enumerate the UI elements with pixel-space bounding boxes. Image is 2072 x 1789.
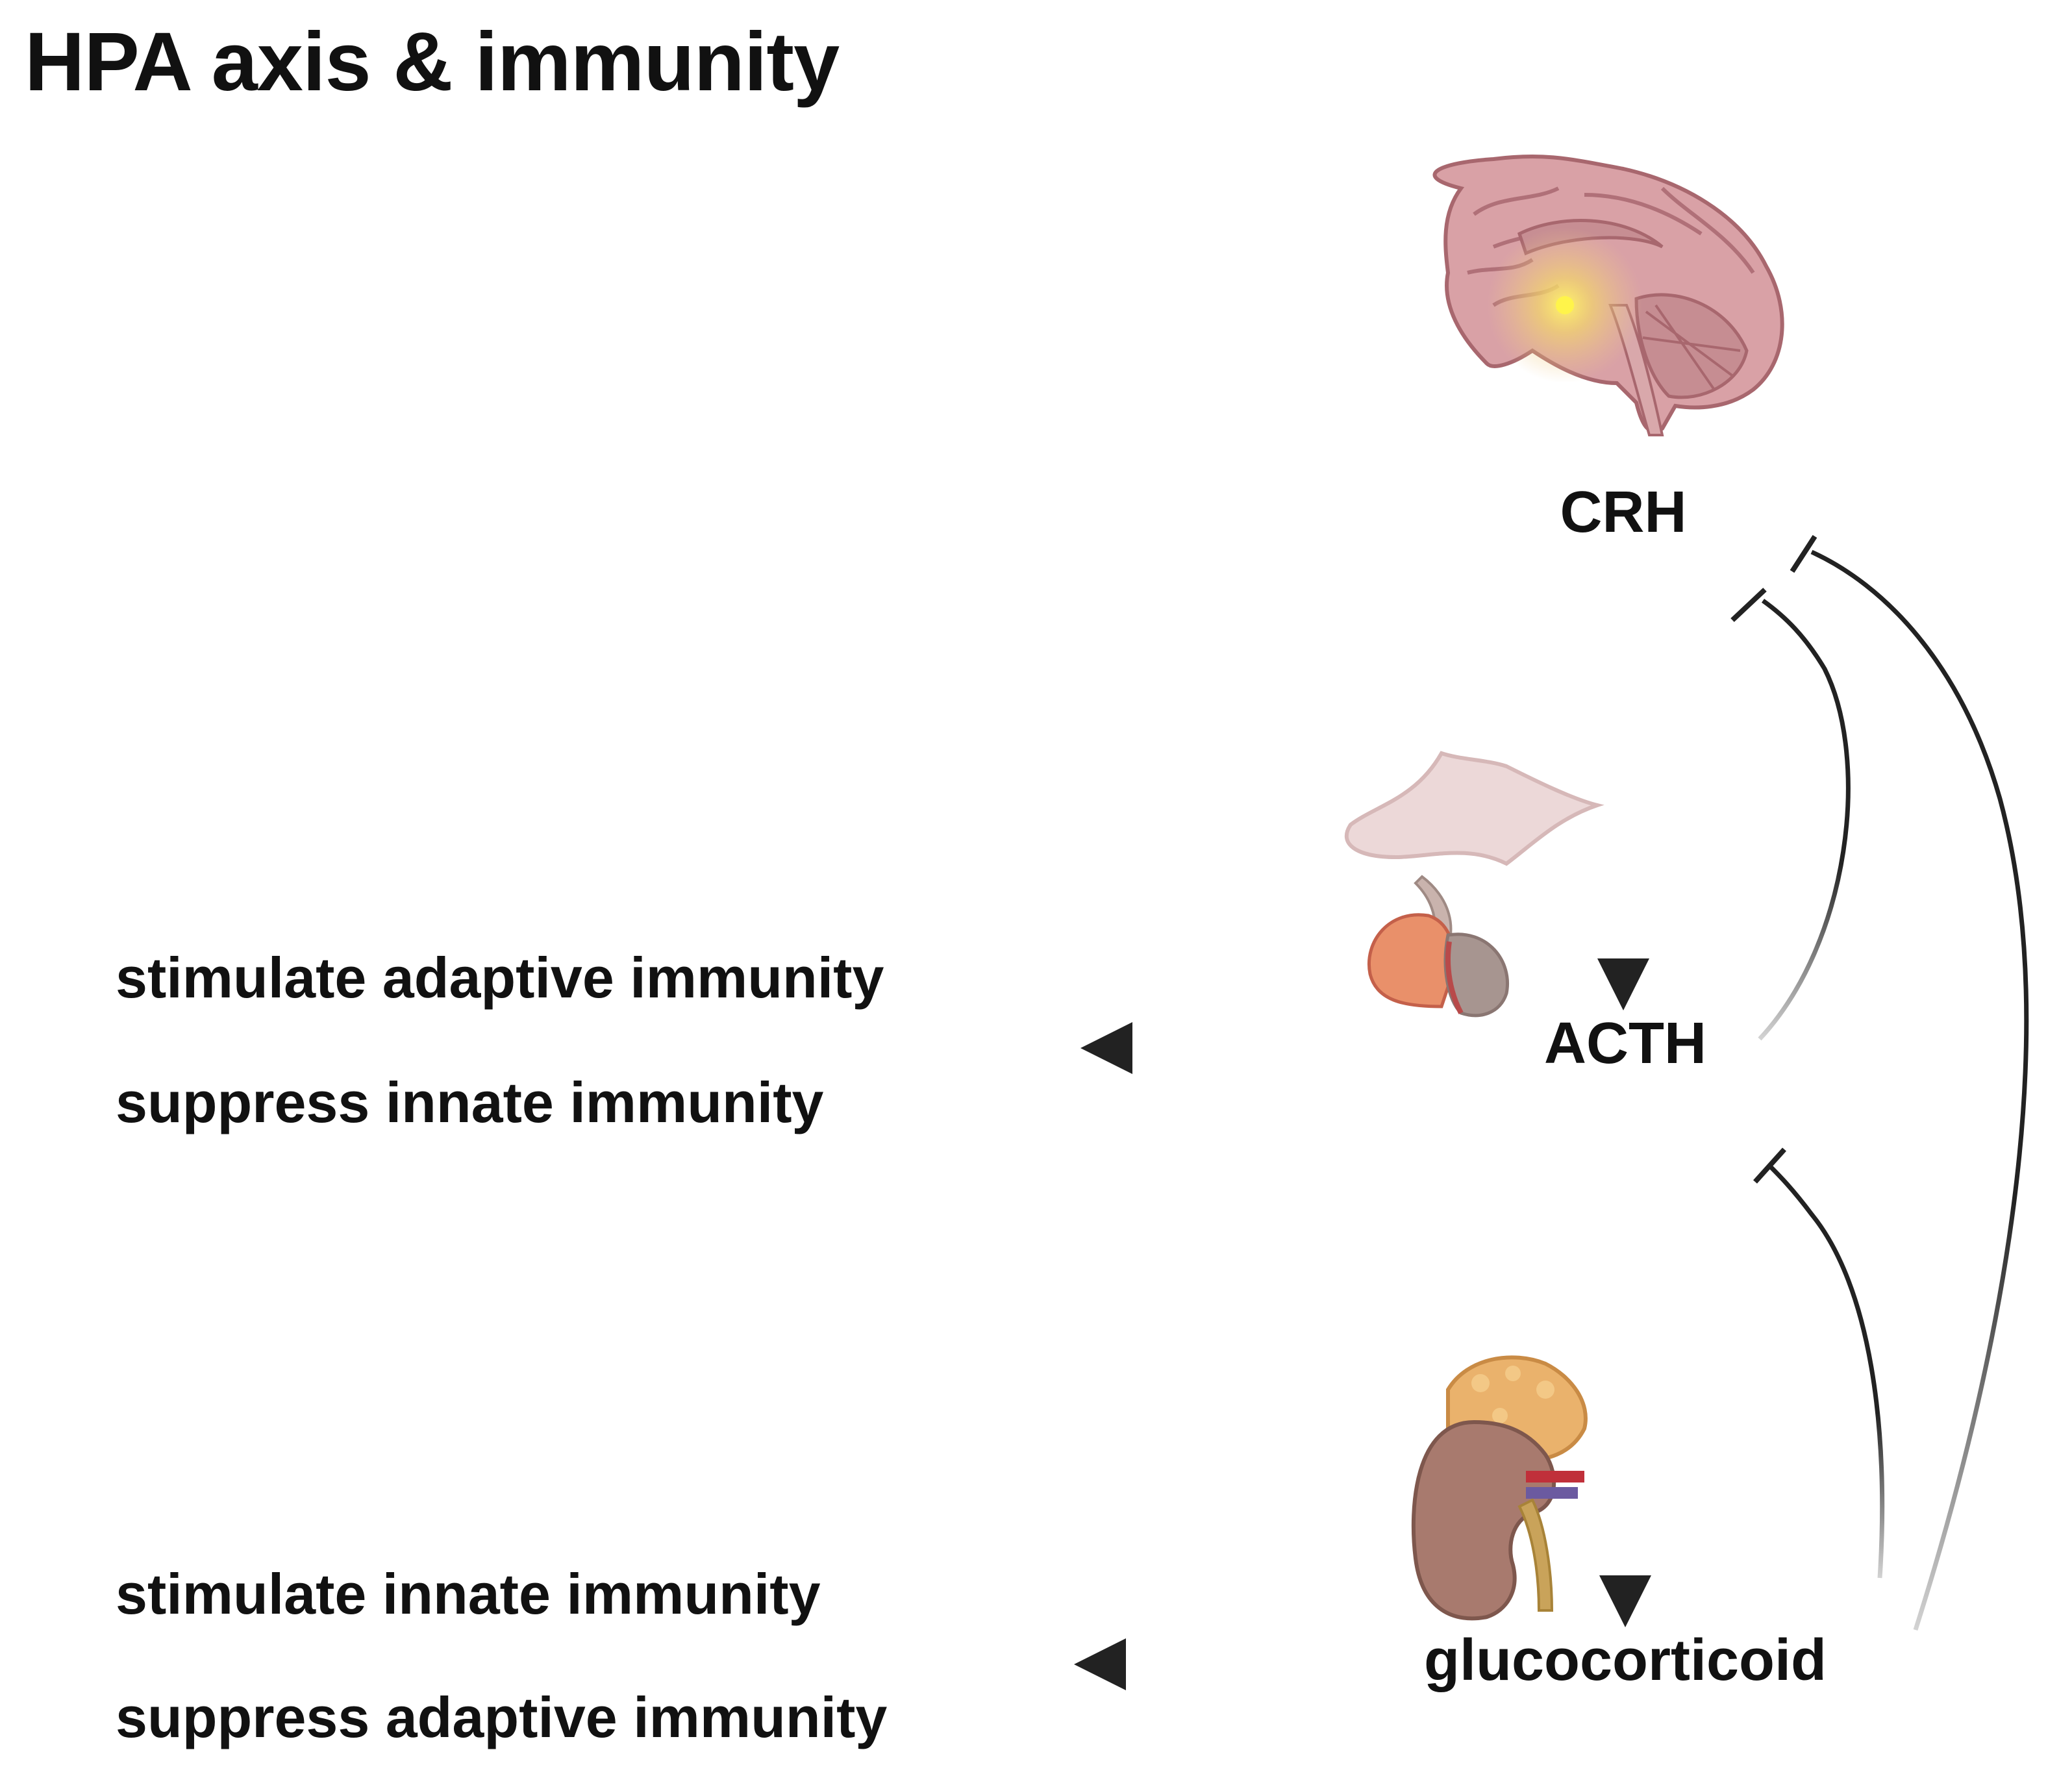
acth-effect-2: suppress innate immunity [116,1070,824,1134]
brain-hypothalamus-icon [1432,154,1784,436]
glucocorticoid-effect-1: stimulate innate immunity [116,1562,821,1626]
adrenal-kidney-icon [1411,1355,1588,1621]
page-title: HPA axis & immunity [25,16,840,108]
crh-label: CRH [1560,480,1687,545]
acth-effect-1: stimulate adaptive immunity [116,945,884,1010]
glucocorticoid-label: glucocorticoid [1423,1628,1827,1693]
feedback-glucocorticoid-to-acth [1753,1147,1885,1579]
feedback-acth-to-crh [1730,588,1851,1041]
acth-label: ACTH [1544,1011,1706,1076]
pituitary-gland-icon [1345,751,1604,1018]
feedback-glucocorticoid-to-crh [1790,534,2029,1631]
glucocorticoid-effect-2: suppress adaptive immunity [116,1685,888,1749]
